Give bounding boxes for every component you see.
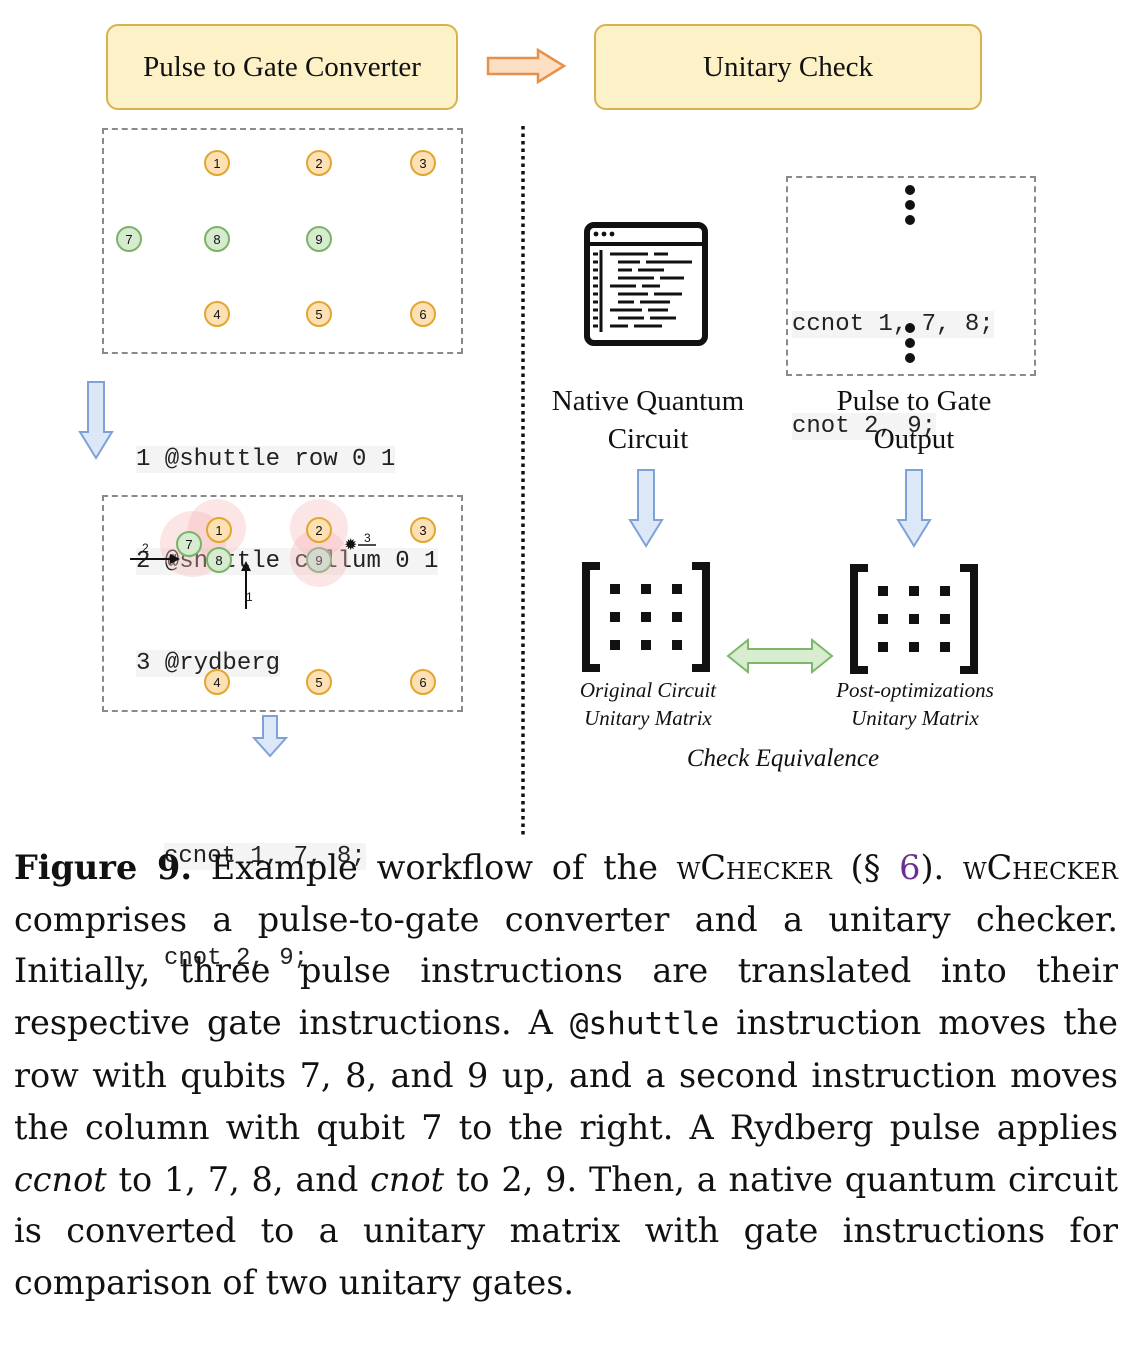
divider <box>521 126 525 838</box>
caption-text: Example workflow of the <box>192 848 677 887</box>
caption-text: to 1, 7, 8, and <box>106 1159 371 1199</box>
qubit: 6 <box>410 669 436 695</box>
circuit-document-icon <box>584 222 708 346</box>
qubit: 8 <box>204 226 230 252</box>
vertical-ellipsis-icon <box>905 323 915 363</box>
check-equivalence-label: Check Equivalence <box>686 745 880 772</box>
post-opt-matrix-label: Post-optimizations Unitary Matrix <box>836 678 994 730</box>
qubit: 4 <box>204 301 230 327</box>
original-matrix-label: Original Circuit Unitary Matrix <box>579 678 717 730</box>
qubit: 3 <box>410 150 436 176</box>
pulse-output-label: Pulse to Gate Output <box>836 385 992 455</box>
vertical-ellipsis-icon <box>905 185 915 225</box>
qubit: 2 <box>306 517 332 543</box>
caption-text: comprises a pulse-to-gate converter and … <box>14 899 1118 1042</box>
tool-name: wChecker <box>962 848 1118 887</box>
qubit: 1 <box>206 517 232 543</box>
qubit: 6 <box>410 301 436 327</box>
code-line: 1 @shuttle row 0 1 <box>136 446 396 473</box>
native-circuit-label: Native Quantum Circuit <box>551 385 745 455</box>
qubit: 8 <box>206 547 232 573</box>
qubit: 5 <box>306 301 332 327</box>
code-line: ccnot 1, 7, 8; <box>164 843 366 870</box>
pulse-to-gate-output-box: ccnot 1, 7, 8; cnot 2, 9; <box>786 176 1036 440</box>
caption-text: instruction moves the row with qubits 7,… <box>14 1002 1118 1147</box>
qubit: 7 <box>176 531 202 557</box>
shuttle-column-arrow <box>130 554 180 564</box>
section-link[interactable]: 6 <box>899 848 921 887</box>
figure-number: Figure 9. <box>14 848 193 887</box>
qubit-grid-after-pulses: 1 7 8 2 9 3 4 5 6 2 1 ✹ 3 <box>102 495 463 712</box>
double-arrow-icon <box>726 637 834 675</box>
down-arrow-icon <box>78 381 114 460</box>
unitary-check-box: Unitary Check <box>594 24 982 110</box>
code-line: ccnot 1, 7, 8; <box>792 311 994 338</box>
gate-name: cnot <box>370 1159 445 1199</box>
caption-text: (§ <box>831 848 900 887</box>
qubit: 9 <box>306 547 332 573</box>
qubit: 1 <box>204 150 230 176</box>
qubit: 7 <box>116 226 142 252</box>
qubit: 4 <box>204 669 230 695</box>
shuttle-row-arrow <box>241 561 251 609</box>
qubit: 9 <box>306 226 332 252</box>
pulse-instructions: 1 @shuttle row 0 1 2 @shuttle collum 0 1… <box>136 375 439 715</box>
code-line: 3 @rydberg <box>136 650 281 677</box>
gate-name: ccnot <box>14 1159 107 1199</box>
arrow-label: 1 <box>246 590 253 604</box>
qubit: 5 <box>306 669 332 695</box>
caption-text: to 2, 9. Then, a native quantum circuit … <box>14 1159 1119 1302</box>
gate-output-right: ccnot 1, 7, 8; cnot 2, 9; <box>792 240 994 512</box>
down-arrow-icon <box>252 715 288 758</box>
matrix-icon <box>850 564 978 674</box>
gate-output-left: ccnot 1, 7, 8; cnot 2, 9; <box>164 772 366 1010</box>
code-line: cnot 2, 9; <box>792 413 937 440</box>
right-arrow-icon <box>486 48 567 84</box>
caption-text: ). <box>920 848 963 887</box>
laser-icon: ✹ <box>344 535 358 554</box>
rydberg-laser-line <box>358 544 376 546</box>
code-inline: @shuttle <box>569 1005 720 1042</box>
matrix-icon <box>582 562 710 672</box>
qubit-grid-initial: 1 2 3 7 8 9 4 5 6 <box>102 128 463 354</box>
pulse-to-gate-converter-box: Pulse to Gate Converter <box>106 24 458 110</box>
arrow-label: 2 <box>142 541 149 555</box>
code-line: cnot 2, 9; <box>164 945 309 972</box>
qubit: 3 <box>410 517 436 543</box>
figure-caption: Figure 9. Example workflow of the wCheck… <box>14 842 1118 1308</box>
down-arrow-icon <box>628 469 664 548</box>
qubit: 2 <box>306 150 332 176</box>
down-arrow-icon <box>896 469 932 548</box>
tool-name: wChecker <box>676 848 832 887</box>
arrow-label: 3 <box>364 531 371 545</box>
